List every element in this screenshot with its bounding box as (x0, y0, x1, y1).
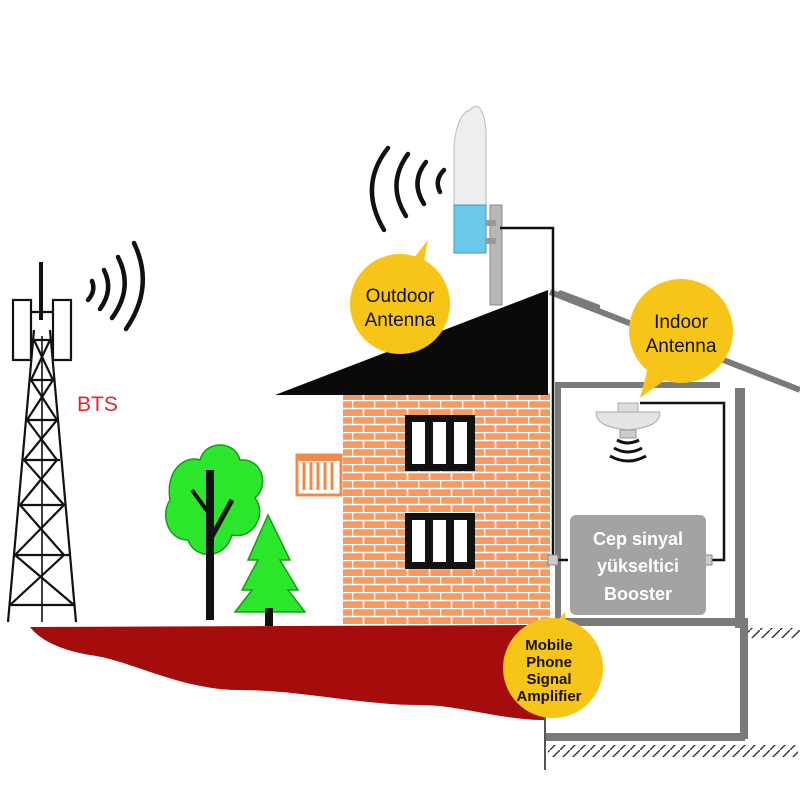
amplifier-label-line3: Signal (526, 671, 571, 688)
tree-right (233, 513, 307, 626)
outdoor-antenna-icon (453, 105, 503, 306)
booster-label-line3: Booster (604, 584, 672, 604)
window-lower (405, 513, 475, 569)
window-upper (405, 415, 475, 471)
booster-box: Cep sinyal yükseltici Booster (570, 515, 706, 615)
amplifier-label-line2: Phone (526, 654, 572, 671)
booster-label-line2: yükseltici (597, 556, 679, 576)
outdoor-antenna-callout: Outdoor Antenna (350, 240, 450, 354)
ground (30, 625, 545, 720)
bts-label: BTS (77, 393, 118, 416)
outdoor-antenna-label-line2: Antenna (365, 310, 436, 331)
balcony (295, 453, 343, 497)
bts-tower (6, 262, 78, 623)
amplifier-callout: Mobile Phone Signal Amplifier (503, 612, 603, 718)
amplifier-label-line1: Mobile (525, 637, 573, 654)
booster-label-line1: Cep sinyal (593, 529, 683, 549)
indoor-antenna-callout: Indoor Antenna (629, 279, 733, 398)
indoor-antenna-label-line1: Indoor (654, 312, 709, 333)
bts-signal-waves-icon (85, 240, 146, 332)
outdoor-antenna-label-line1: Outdoor (366, 286, 435, 307)
outdoor-signal-waves-icon (369, 145, 447, 233)
indoor-antenna-icon (595, 402, 661, 463)
amplifier-label-line4: Amplifier (516, 688, 581, 705)
cable (500, 226, 726, 562)
tree-left (165, 444, 264, 620)
indoor-antenna-label-line2: Antenna (646, 336, 717, 357)
